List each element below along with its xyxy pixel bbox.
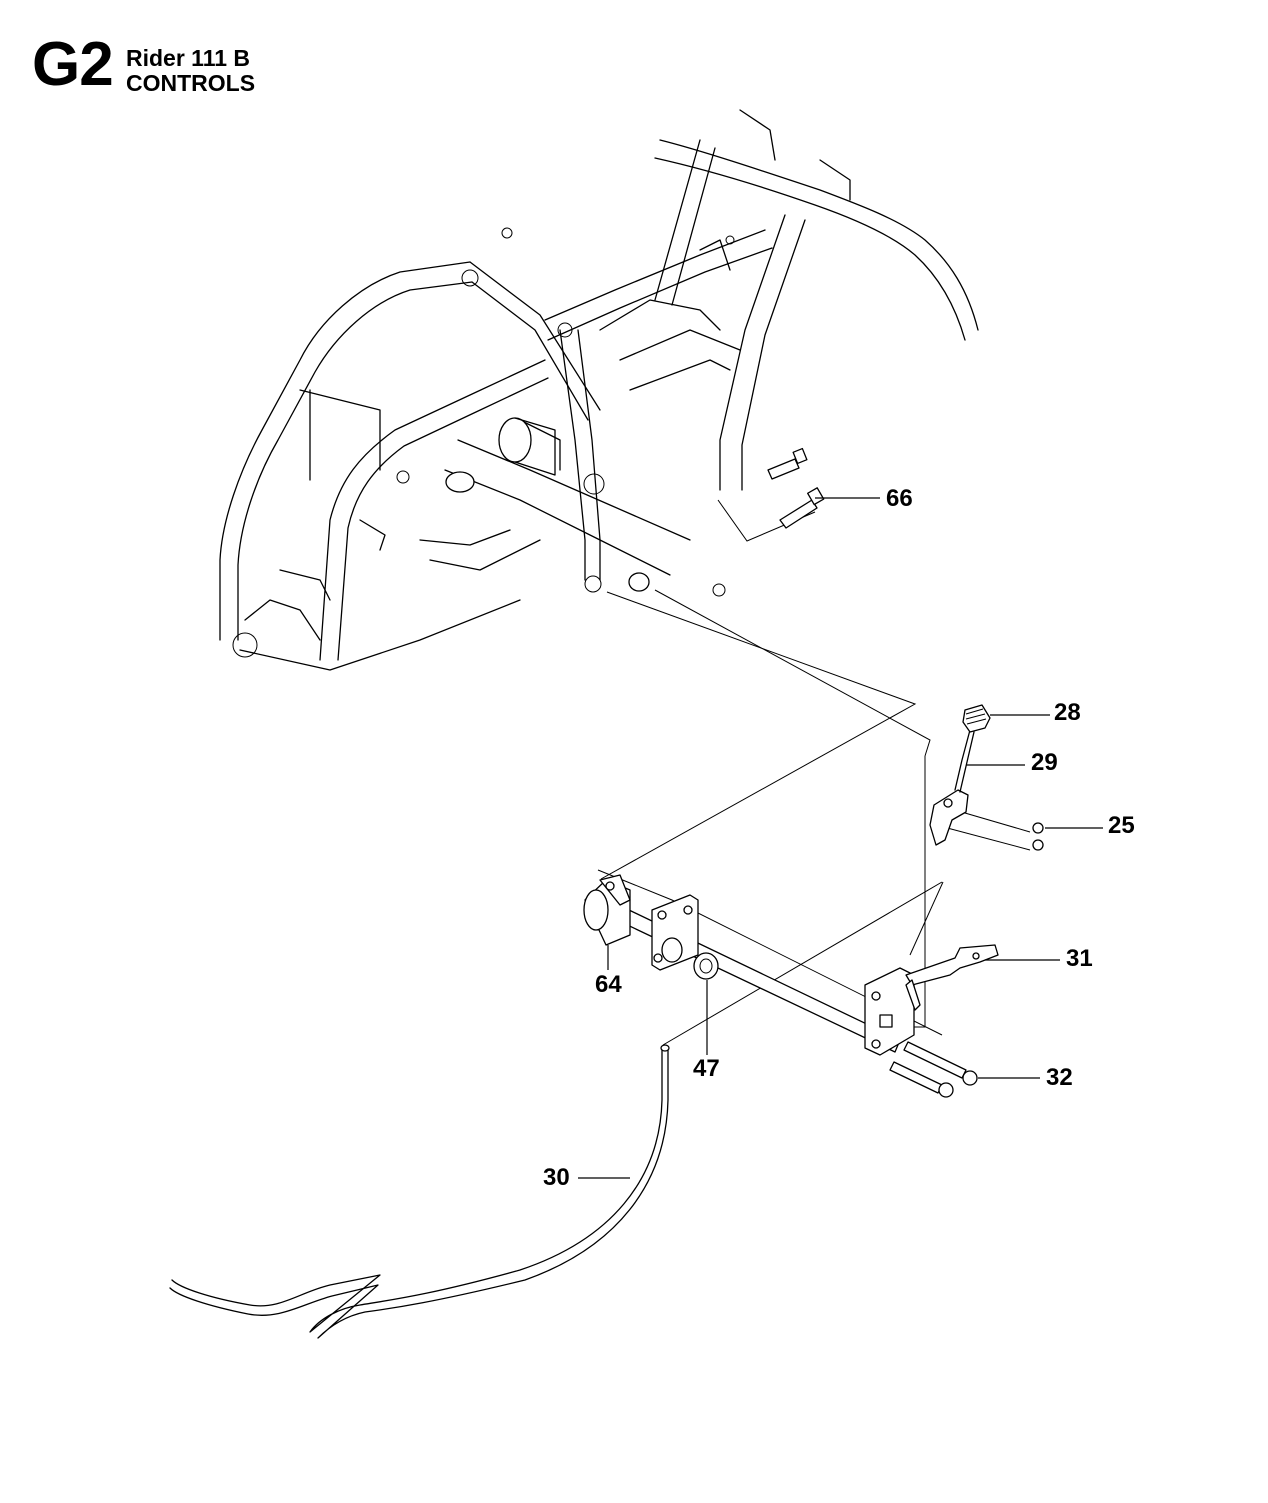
screws-25 [1032,822,1044,851]
chassis-frame [219,109,979,671]
callout-66: 66 [886,485,913,512]
knob-28 [962,704,991,733]
pedal-shaft-assembly [583,874,915,1056]
assembly-guide-lines [597,499,1031,1046]
callout-32: 32 [1046,1064,1073,1091]
callout-30: 30 [543,1164,570,1191]
cable-30 [169,1044,670,1339]
callout-25: 25 [1108,812,1135,839]
bracket-31 [905,944,999,1011]
callout-29: 29 [1031,749,1058,776]
callout-64: 64 [595,971,622,998]
model-name: Rider 111 B [126,45,251,71]
callout-31: 31 [1066,945,1093,972]
callout-28: 28 [1054,699,1081,726]
callout-47: 47 [693,1055,720,1082]
callout-leaders [578,497,1103,1179]
bolt-66 [767,447,825,529]
section-code: G2 [32,30,114,99]
bolts-32 [889,1041,978,1098]
lever-29 [929,729,975,846]
section-title: CONTROLS [126,70,256,96]
